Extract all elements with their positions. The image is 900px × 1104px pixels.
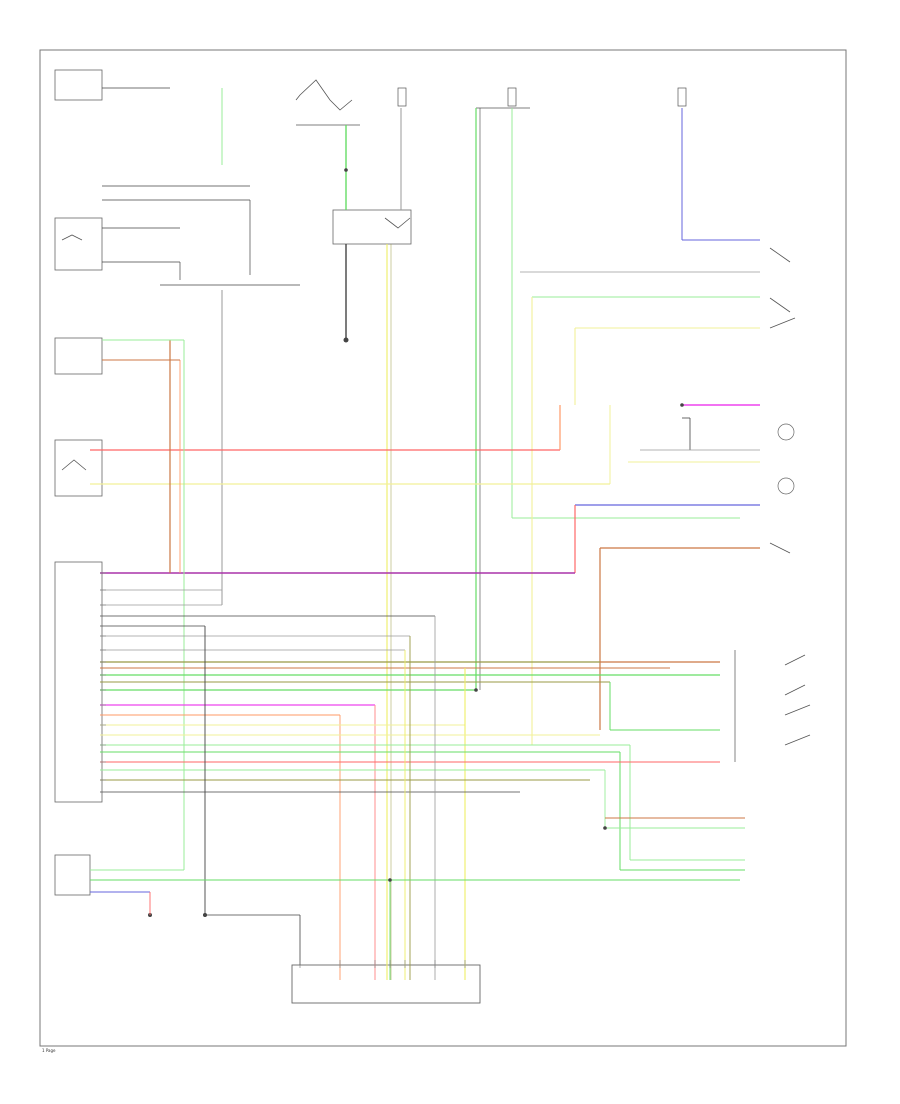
junction-dot: [388, 878, 392, 882]
indicator-lamp-1: [777, 423, 795, 441]
switch-symbol: [784, 654, 806, 666]
switch-symbol: [784, 734, 811, 746]
junction-dot: [203, 913, 207, 917]
diagram-border: [39, 49, 847, 1047]
lock-up-switch-box: [54, 217, 103, 271]
cruise-relay-box: [332, 209, 412, 245]
fuse-1: [397, 87, 407, 107]
cruise-control-unit-box: [291, 964, 481, 1004]
switch-symbol: [769, 297, 791, 313]
main-switch-symbol: [295, 79, 353, 111]
switch-symbol: [61, 234, 83, 241]
switch-symbol: [769, 542, 791, 554]
clutch-switch-box: [54, 439, 103, 497]
indicator-lamp-2: [777, 477, 795, 495]
junction-dot: [680, 403, 684, 407]
switch-symbol: [784, 684, 806, 696]
relay-coil-symbol: [384, 217, 411, 229]
ecm-pin-ticks: [100, 572, 106, 793]
footer-page-label: 1 Page: [42, 1048, 56, 1053]
engine-control-module-box: [54, 561, 103, 803]
switch-symbol: [769, 317, 796, 329]
junction-dot: [603, 826, 607, 830]
inhibitor-switch-box: [54, 69, 103, 101]
junction-dot: [474, 688, 478, 692]
switch-symbol: [769, 247, 791, 263]
cruise-unit-pin-ticks: [299, 960, 466, 968]
switch-symbol: [61, 459, 87, 471]
fuse-2: [507, 87, 517, 107]
fuse-3: [677, 87, 687, 107]
switch-symbol: [784, 704, 811, 716]
vehicle-speed-sensor-box: [54, 854, 91, 896]
transmission-sensor-box: [54, 337, 103, 375]
junction-dot: [344, 168, 348, 172]
